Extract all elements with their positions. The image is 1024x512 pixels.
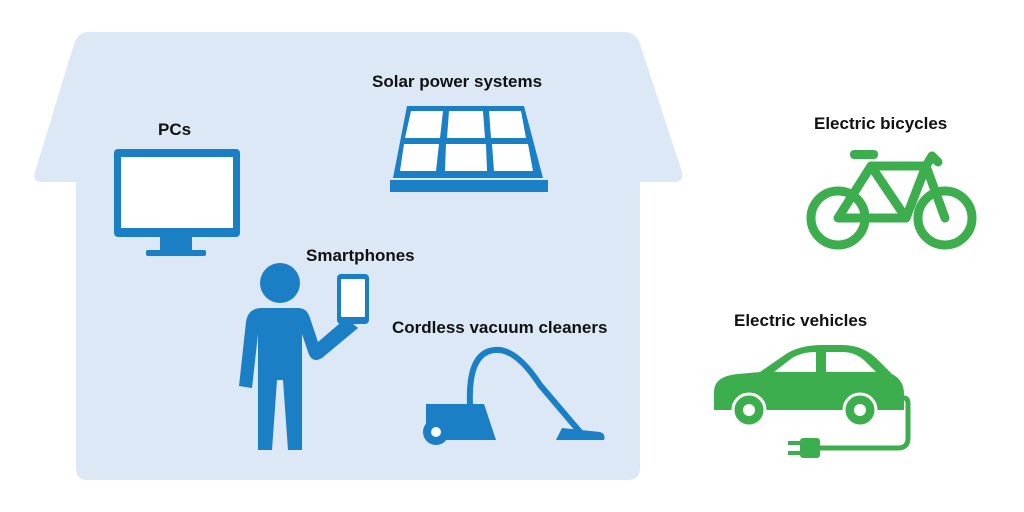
vacuum-cleaner-icon — [423, 346, 605, 445]
bicycle-icon — [806, 151, 977, 250]
label-cordless-vacuum-cleaners: Cordless vacuum cleaners — [392, 318, 608, 337]
label-solar-power-systems: Solar power systems — [372, 72, 543, 91]
person-icon — [239, 263, 358, 450]
label-smartphones: Smartphones — [306, 246, 415, 265]
label-pcs: PCs — [158, 120, 192, 139]
solar-panel-icon — [390, 106, 548, 192]
label-electric-vehicles: Electric vehicles — [734, 311, 868, 330]
monitor-icon — [114, 149, 240, 256]
bicycle-saddle-icon — [850, 150, 878, 159]
plug-icon — [788, 395, 911, 458]
label-electric-bicycles: Electric bicycles — [814, 114, 948, 133]
car-icon — [714, 345, 904, 428]
smartphone-icon — [337, 274, 369, 324]
